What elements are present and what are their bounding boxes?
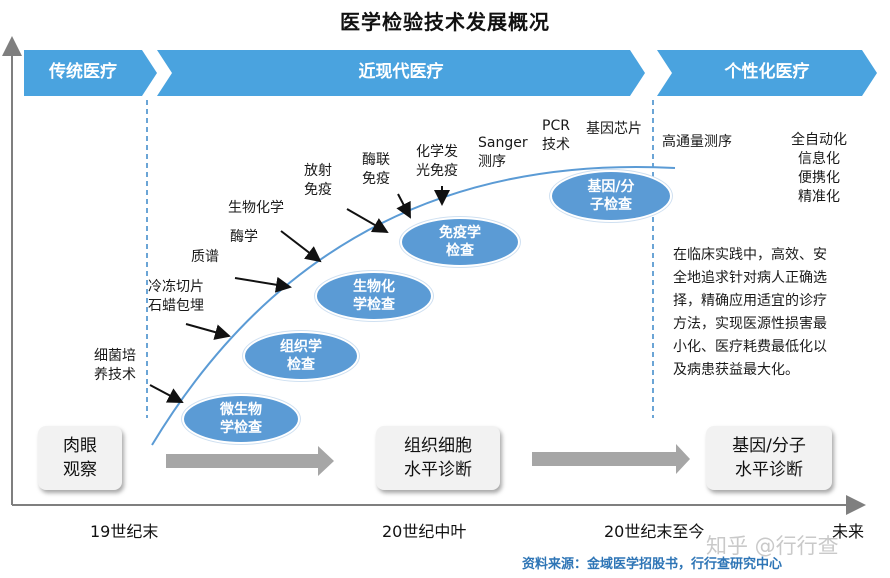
stage-tissue-cell: 组织细胞水平诊断 bbox=[376, 426, 500, 490]
era-personalized-label: 个性化医疗 bbox=[724, 62, 810, 82]
page-title: 医学检验技术发展概况 bbox=[340, 10, 550, 34]
stage-gene-molecule: 基因/分子水平诊断 bbox=[706, 426, 832, 490]
arrow-enzymology bbox=[280, 230, 322, 263]
tech-biochemistry: 生物化学 bbox=[228, 200, 284, 216]
ellipse-biochem-test: 生物化学检查 bbox=[315, 271, 433, 321]
banner-traditional bbox=[24, 50, 157, 96]
era-traditional-label: 传统医疗 bbox=[49, 62, 117, 82]
ellipse-histology: 组织学检查 bbox=[243, 331, 359, 381]
description-text: 在临床实践中，高效、安 全地追求针对病人正确选 择，精确应用适宜的诊疗 方法，实… bbox=[673, 247, 827, 378]
stage-naked-eye: 肉眼观察 bbox=[38, 426, 122, 490]
watermark: 知乎 @行行查 bbox=[706, 534, 839, 558]
era-modern-label: 近现代医疗 bbox=[358, 62, 444, 82]
tech-enzymology: 酶学 bbox=[230, 229, 258, 245]
arrow-massspec bbox=[234, 276, 292, 293]
arrow-enzymeimmuno bbox=[396, 193, 411, 219]
tech-enzyme-immuno: 酶联免疫 bbox=[362, 152, 390, 187]
arrow-bacteria bbox=[149, 384, 184, 403]
timeline-late-20th: 20世纪末至今 bbox=[604, 522, 705, 541]
timeline-mid-20th: 20世纪中叶 bbox=[382, 522, 467, 541]
timeline-19th-century: 19世纪末 bbox=[90, 522, 159, 541]
tech-high-throughput: 高通量测序 bbox=[662, 134, 732, 150]
ellipse-microbiology: 微生物学检查 bbox=[182, 394, 300, 444]
stage-arrow-1 bbox=[166, 446, 334, 476]
tech-bacteria-culture: 细菌培养技术 bbox=[94, 348, 136, 383]
feature-list: 全自动化 信息化 便携化 精准化 bbox=[791, 132, 847, 205]
timeline-future: 未来 bbox=[832, 522, 865, 541]
banner-personalized bbox=[657, 50, 877, 96]
source-note: 资料来源：金域医学招股书，行行查研究中心 bbox=[522, 557, 783, 572]
tech-mass-spec: 质谱 bbox=[191, 249, 219, 265]
arrow-radio bbox=[346, 208, 389, 233]
tech-gene-chip: 基因芯片 bbox=[586, 121, 642, 137]
ellipse-immunology: 免疫学检查 bbox=[400, 217, 520, 267]
ellipse-gene-molecular: 基因/分子检查 bbox=[550, 170, 672, 222]
tech-frozen-section: 冷冻切片石蜡包埋 bbox=[148, 279, 204, 314]
stage-arrow-2 bbox=[532, 444, 690, 474]
banner-modern bbox=[157, 50, 645, 96]
tech-radioimmuno: 放射免疫 bbox=[304, 163, 332, 198]
tech-chemiluminescence: 化学发光免疫 bbox=[416, 144, 458, 179]
arrow-frozen bbox=[185, 323, 231, 340]
